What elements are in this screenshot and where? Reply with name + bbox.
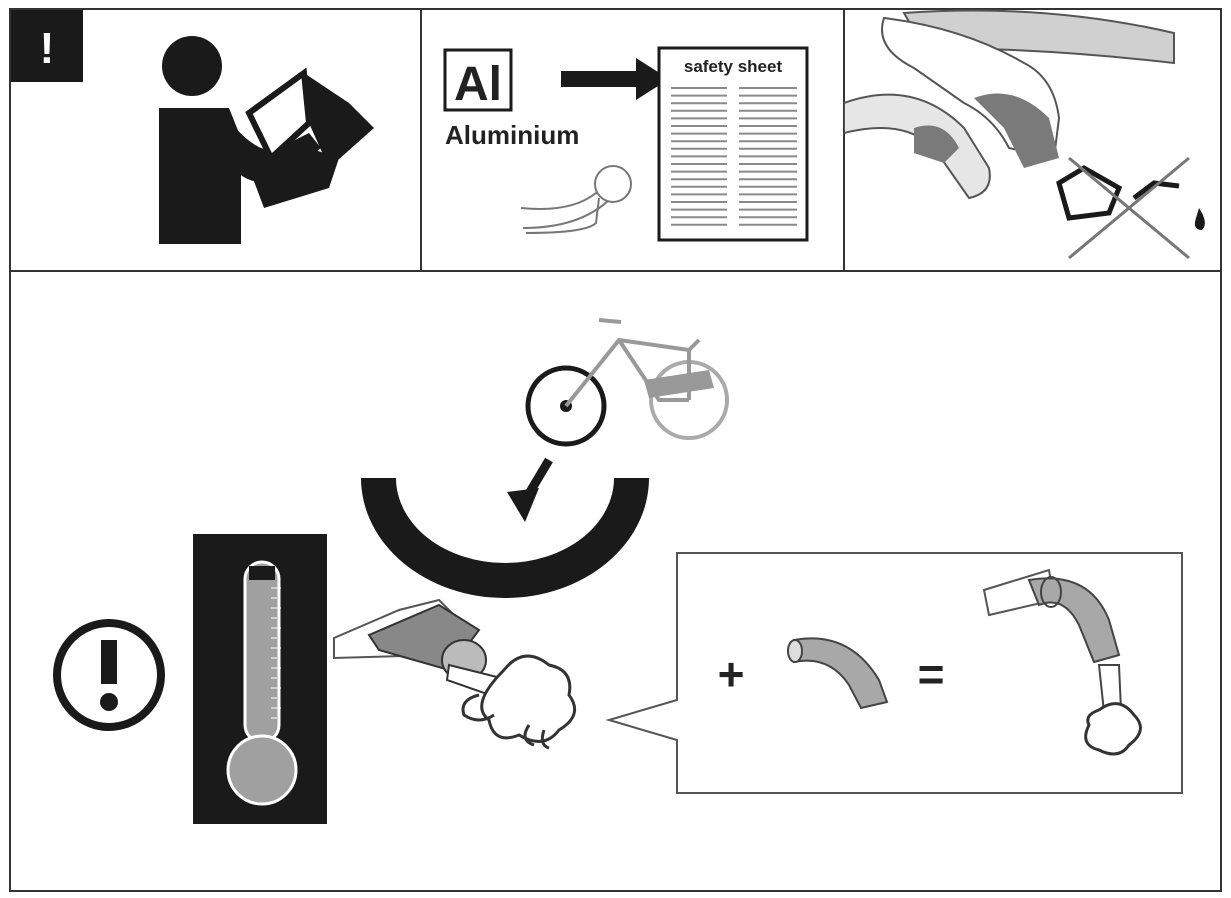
warning-badge-text: ! — [40, 24, 55, 73]
element-symbol: Al — [454, 58, 502, 111]
arrow-right-icon — [561, 58, 669, 100]
warning-badge-icon: ! — [11, 10, 83, 82]
bend-arc-icon — [361, 478, 649, 598]
warning-circle-icon — [53, 619, 165, 731]
safety-sheet-icon: safety sheet — [657, 46, 809, 242]
panel-material: Al Aluminium safety sheet — [421, 8, 845, 272]
panel-operation-graphic: + = — [53, 318, 1183, 824]
tube-icon — [844, 9, 1175, 200]
panel-cleaning — [844, 8, 1222, 272]
panel-material-graphic: Al Aluminium safety sheet — [443, 46, 809, 242]
glove-hand-icon — [520, 165, 632, 234]
panel-operation: + = — [9, 270, 1222, 892]
equals-sign: = — [918, 648, 945, 700]
plus-sign: + — [718, 648, 745, 700]
bicycle-icon — [525, 318, 729, 447]
callout-box: + = — [605, 552, 1183, 794]
safety-sheet-title: safety sheet — [684, 57, 783, 76]
material-name: Aluminium — [445, 120, 579, 150]
panel-read-manual-graphic: ! — [11, 10, 374, 244]
person-reading-icon — [159, 36, 374, 244]
thermometer-icon — [193, 534, 327, 824]
tube-smoke-icon — [333, 598, 577, 750]
element-symbol-box — [443, 48, 513, 112]
instruction-frame — [9, 8, 1222, 892]
panel-read-manual: ! — [9, 8, 422, 272]
arrow-down-icon — [507, 457, 553, 522]
panel-cleaning-graphic — [844, 9, 1205, 260]
bent-tube-result-icon — [982, 568, 1142, 756]
glove-hand-icon — [881, 16, 1061, 168]
bend-icon — [787, 637, 889, 710]
no-oil-can-icon — [1056, 156, 1205, 260]
